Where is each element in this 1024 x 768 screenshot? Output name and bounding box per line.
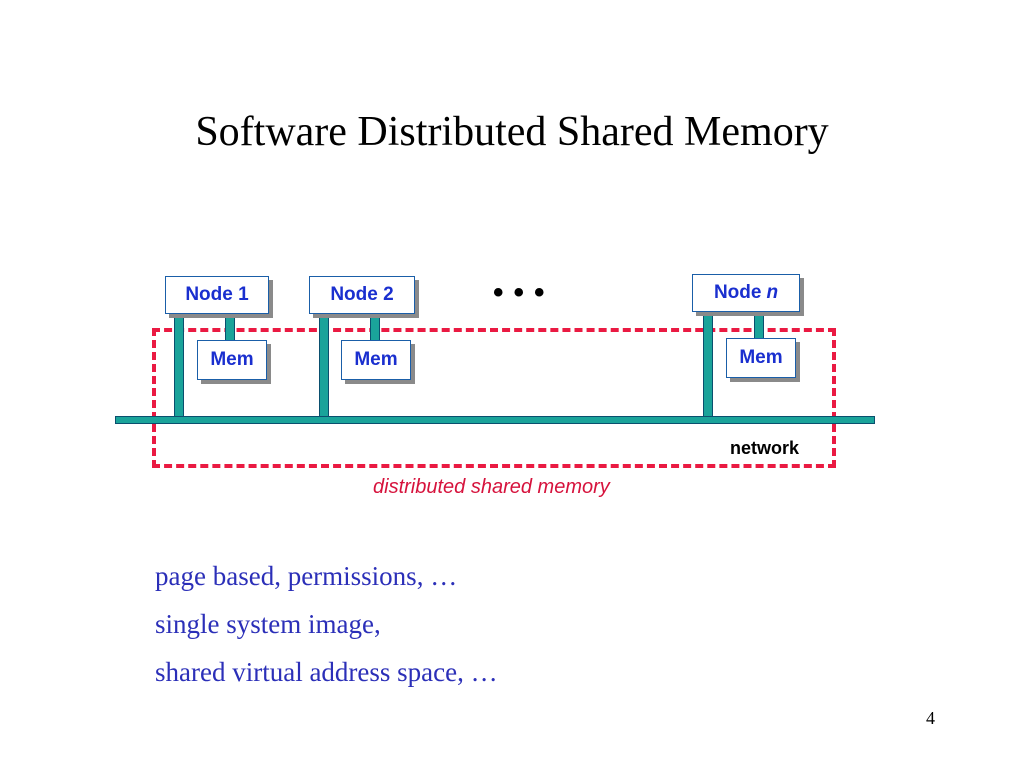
node-1-mem-label: Mem [210, 349, 254, 370]
node-2-mem-label: Mem [354, 349, 398, 370]
node-2-box: Node 2 [309, 276, 415, 314]
bullet-item: shared virtual address space, … [155, 657, 498, 687]
node-n-mem-connector [754, 314, 764, 340]
node-n-mem-label: Mem [739, 347, 783, 368]
bullet-list: page based, permissions, … single system… [155, 558, 498, 702]
node-n-stem [703, 314, 713, 418]
slide-title: Software Distributed Shared Memory [195, 109, 829, 155]
bullet-item: page based, permissions, … [155, 561, 458, 591]
node-n-label: Node [713, 282, 762, 303]
node-2-mem-box: Mem [341, 340, 411, 380]
node-2-label: Node 2 [330, 284, 394, 305]
page-number: 4 [926, 708, 935, 728]
network-label: network [730, 438, 800, 458]
bullet-item: single system image, [155, 609, 381, 639]
node-1-mem-connector [225, 316, 235, 340]
node-2-mem-connector [370, 316, 380, 340]
ellipsis-dots: ••• [493, 276, 555, 309]
node-2-stem [319, 316, 329, 418]
node-1-label: Node 1 [185, 284, 249, 305]
node-n-italic-label: n [766, 282, 779, 303]
node-1-mem-box: Mem [197, 340, 267, 380]
dsm-label: distributed shared memory [373, 476, 610, 498]
node-n-mem-box: Mem [726, 338, 796, 378]
dsm-region-outline [152, 328, 836, 468]
node-1-stem [174, 316, 184, 418]
node-1-box: Node 1 [165, 276, 269, 314]
network-bus [115, 416, 875, 424]
